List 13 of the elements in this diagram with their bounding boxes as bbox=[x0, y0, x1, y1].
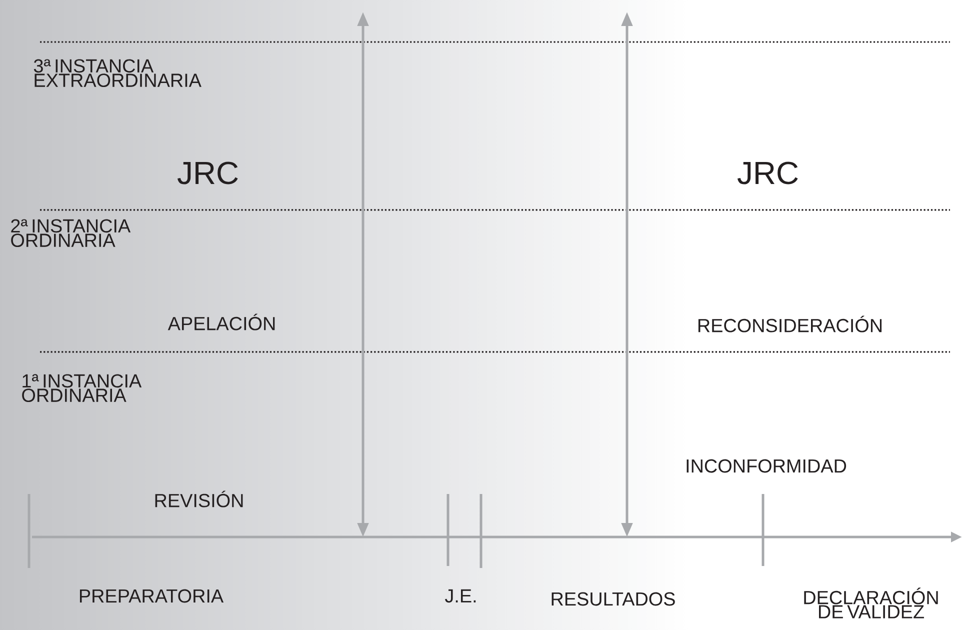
stage-label: PREPARATORIA bbox=[80, 589, 224, 603]
remedy-label: REVISIÓN bbox=[155, 490, 243, 508]
instance-label: 2ª INSTANCIA ORDINARIA bbox=[11, 219, 131, 247]
remedy-label: INCONFORMIDAD bbox=[686, 459, 846, 473]
court-label: JRC bbox=[738, 162, 798, 184]
stage-label: J.E. bbox=[445, 589, 476, 603]
stage-label: RESULTADOS bbox=[552, 592, 675, 606]
instance-label: 3ª INSTANCIA EXTRAORDINARIA bbox=[34, 59, 202, 87]
stage-label: DECLARACIÓN DE VALIDEZ bbox=[804, 588, 938, 618]
remedy-label: RECONSIDERACIÓN bbox=[698, 316, 882, 332]
instance-label: 1ª INSTANCIA ORDINARIA bbox=[22, 374, 142, 402]
court-label: JRC bbox=[178, 162, 238, 184]
remedy-label: APELACIÓN bbox=[168, 314, 275, 330]
